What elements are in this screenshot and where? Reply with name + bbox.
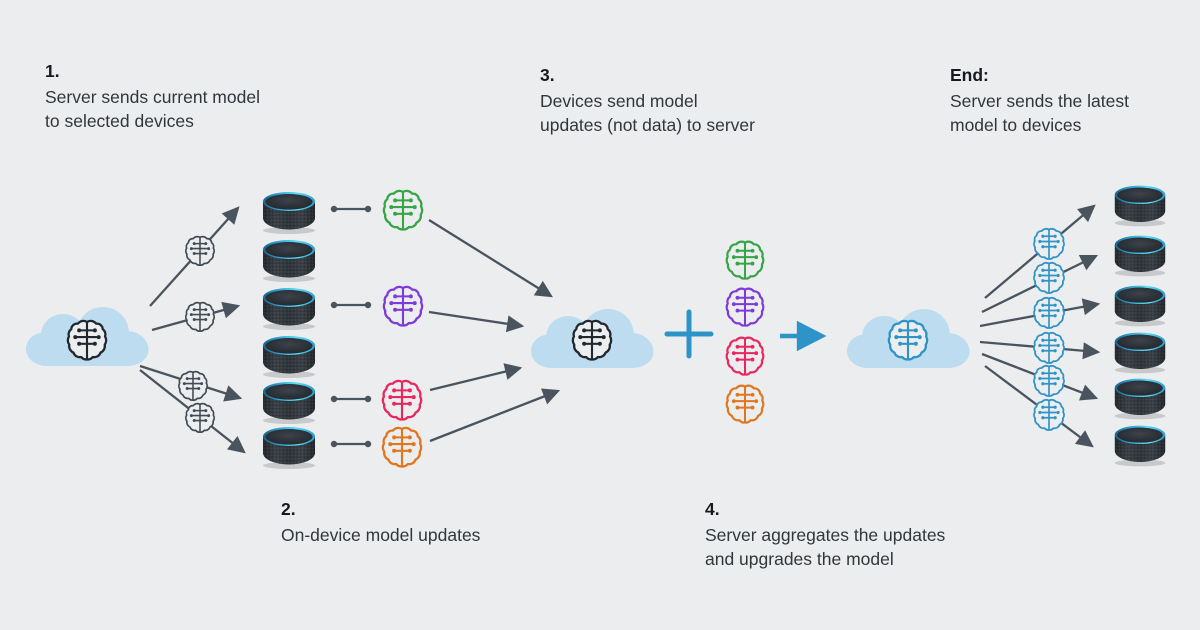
update-icon-pink [725, 336, 765, 376]
echo-device-icon [263, 288, 315, 330]
step-2-number: 2. [281, 499, 296, 519]
latest-model-icon [1033, 227, 1065, 260]
upgraded-model-icon [887, 319, 929, 361]
collected-model-icon [571, 319, 613, 361]
echo-device-icon [1114, 235, 1166, 277]
on-device-update-connectors [330, 205, 372, 448]
echo-device-icon [263, 382, 315, 424]
model-copy-icon [177, 370, 209, 401]
step-3-text: Devices send model updates (not data) to… [540, 91, 755, 135]
local-updated-model-icons [381, 189, 424, 468]
update-icon-green [725, 240, 765, 280]
aggregated-update-icons [725, 240, 765, 424]
step-1-text: Server sends current model to selected d… [45, 87, 260, 131]
upload-arrows [428, 219, 561, 443]
end-text: Server sends the latest model to devices [950, 91, 1129, 135]
local-model-icon-pink [381, 379, 423, 421]
local-model-icon-orange [381, 426, 423, 468]
model-copy-icon [184, 402, 216, 433]
echo-device-icon [263, 192, 315, 234]
echo-device-icon [263, 240, 315, 282]
echo-device-icon [1114, 285, 1166, 327]
latest-model-icon [1033, 296, 1065, 329]
model-copy-icon [184, 235, 216, 266]
echo-device-icon [1114, 378, 1166, 420]
echo-device-icon [263, 427, 315, 469]
step-1-number: 1. [45, 61, 60, 81]
step-3-label: 3. Devices send model updates (not data)… [540, 64, 755, 137]
latest-model-icon [1033, 331, 1065, 364]
echo-device-icon [1114, 425, 1166, 467]
current-model-icon [66, 319, 108, 361]
step-1-label: 1. Server sends current model to selecte… [45, 60, 260, 133]
end-label: End: Server sends the latest model to de… [950, 64, 1129, 137]
model-copy-icon [184, 301, 216, 332]
all-device-column [1114, 185, 1166, 467]
model-copy-icons [177, 235, 216, 433]
echo-device-icon [263, 336, 315, 378]
step-2-label: 2. On-device model updates [281, 498, 480, 548]
latest-model-icon [1033, 398, 1065, 431]
step-3-number: 3. [540, 65, 555, 85]
end-number: End: [950, 65, 989, 85]
plus-icon [664, 309, 714, 359]
latest-model-icon [1033, 261, 1065, 294]
step-4-text: Server aggregates the updates and upgrad… [705, 525, 946, 569]
step-4-number: 4. [705, 499, 720, 519]
update-icon-purple [725, 287, 765, 327]
echo-device-icon [1114, 185, 1166, 227]
latest-model-copy-icons [1033, 227, 1065, 431]
local-model-icon-purple [382, 285, 424, 327]
local-model-icon-green [382, 189, 424, 231]
echo-device-icon [1114, 332, 1166, 374]
step-2-text: On-device model updates [281, 525, 481, 546]
selected-device-column [263, 192, 315, 469]
update-icon-orange [725, 384, 765, 424]
latest-model-icon [1033, 364, 1065, 397]
step-4-label: 4. Server aggregates the updates and upg… [705, 498, 945, 571]
